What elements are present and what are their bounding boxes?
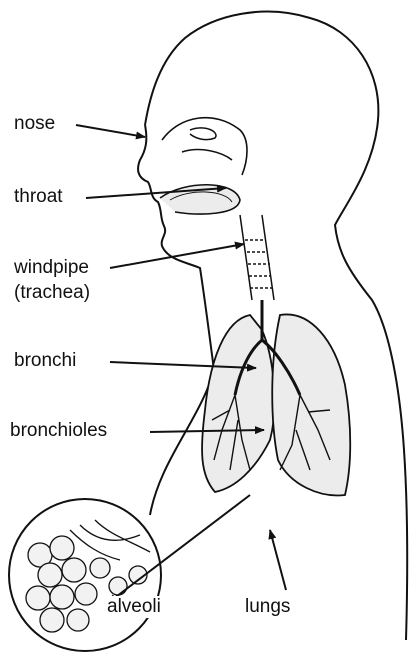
trachea-tube [240,215,274,300]
right-lung [272,314,350,495]
windpipe-arrow [110,244,244,268]
nose-arrow [76,125,145,137]
nasal-turbinate [190,128,216,140]
label-nose: nose [14,113,55,135]
label-windpipe: windpipe [14,257,89,279]
label-throat: throat [14,186,63,208]
nasal-cavity [162,118,247,175]
label-lungs: lungs [245,596,290,618]
label-bronchi: bronchi [14,350,76,372]
lungs-arrow [270,530,286,590]
face-outline [138,125,214,370]
label-trachea: (trachea) [14,282,90,304]
nasal-turbinate-lower [182,150,232,160]
label-bronchioles: bronchioles [10,420,107,442]
label-alveoli: alveoli [105,596,163,618]
